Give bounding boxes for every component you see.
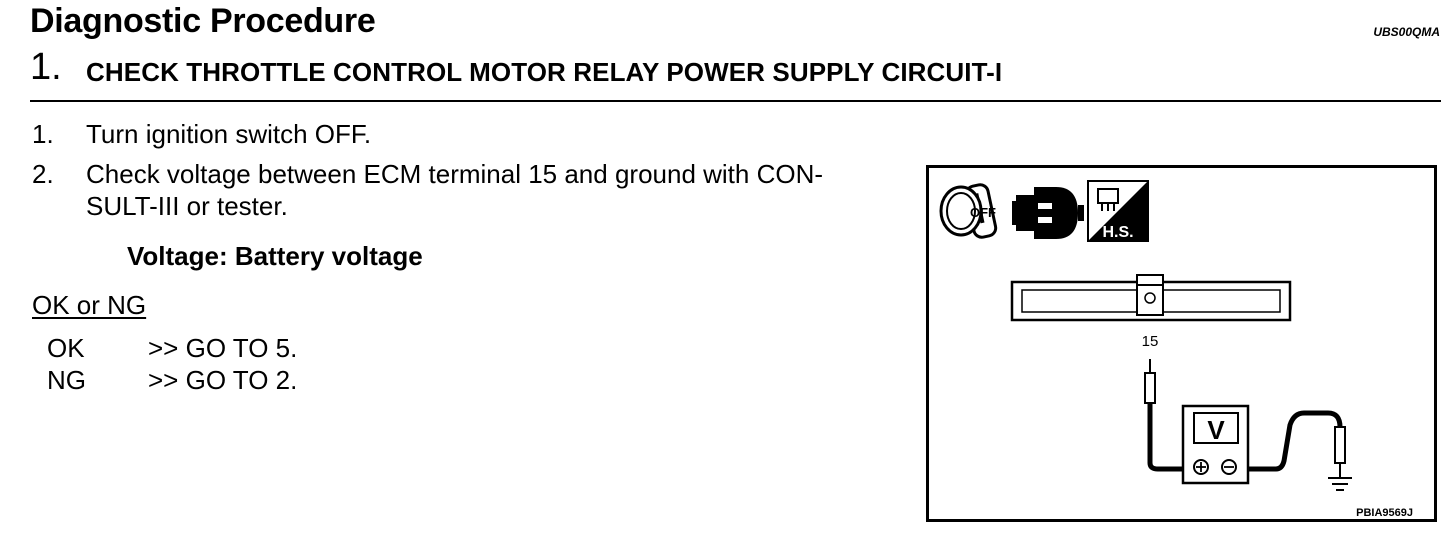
harness-side-icon: H.S. [1087,180,1149,242]
instruction-2-number: 2. [32,159,54,189]
terminal-number: 15 [1142,333,1159,350]
result-ng-action[interactable]: >> GO TO 2. [148,365,298,395]
harness-side-label: H.S. [1102,224,1133,241]
ecm-connector [1010,274,1292,322]
connector-icon [1012,187,1084,239]
voltmeter-label: V [1207,415,1225,445]
result-ng-label: NG [47,365,86,395]
voltage-spec: Voltage: Battery voltage [127,241,423,271]
ignition-off-icon: OFF [939,183,998,239]
result-ok-action[interactable]: >> GO TO 5. [148,333,298,363]
instruction-1-number: 1. [32,119,54,149]
step-title: CHECK THROTTLE CONTROL MOTOR RELAY POWER… [86,57,1003,87]
step-number: 1. [30,46,62,88]
instruction-2-line-1: Check voltage between ECM terminal 15 an… [86,159,824,189]
instruction-1-text: Turn ignition switch OFF. [86,119,372,149]
figure-id: PBIA9569J [1356,507,1413,519]
voltmeter: V [1181,404,1250,485]
header-divider [30,100,1441,102]
page-title: Diagnostic Procedure [30,2,376,40]
ok-or-ng-heading: OK or NG [32,290,147,320]
ground-icon [1328,477,1352,491]
instruction-2-line-2: SULT-III or tester. [86,191,288,221]
result-ok-label: OK [47,333,85,363]
wiring-diagram: OFF H.S. 15 V [926,165,1437,522]
ignition-off-label: OFF [970,205,996,220]
wiring [1144,359,1346,477]
document-id: UBS00QMA [1373,25,1440,39]
